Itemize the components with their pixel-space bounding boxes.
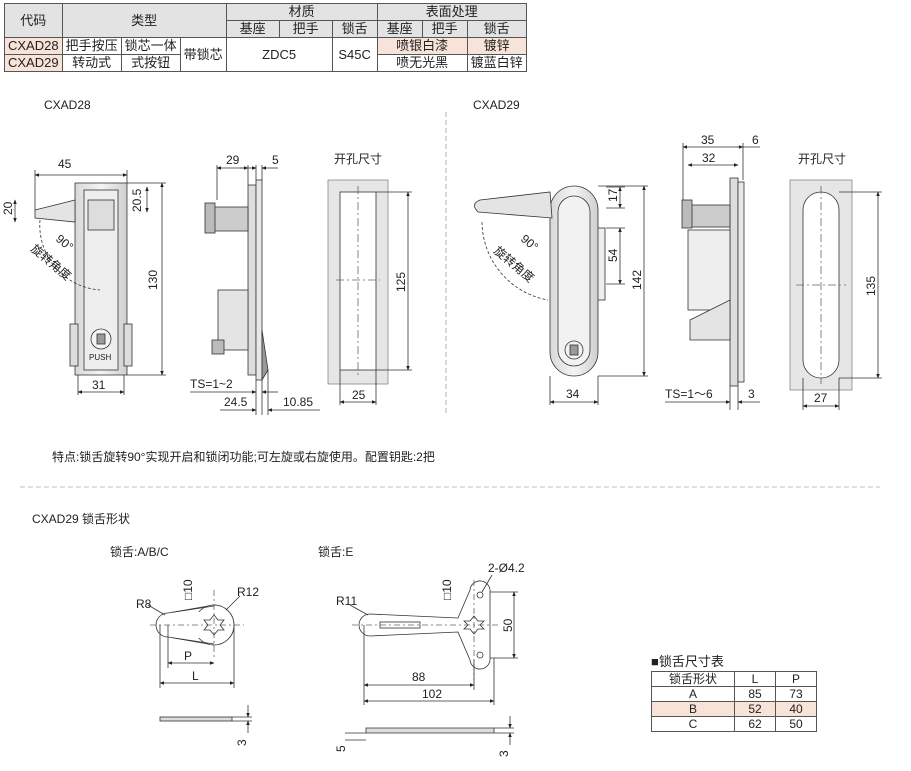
dim-label: 54 <box>606 248 620 262</box>
row-code: CXAD28 <box>4 37 63 55</box>
dim-label: 45 <box>58 157 72 171</box>
row-code: CXAD29 <box>4 54 63 72</box>
latch-e-drawing <box>345 574 518 745</box>
dim-label: 135 <box>864 276 878 296</box>
dim-label: 24.5 <box>224 395 248 409</box>
surface-cell: 镀锌 <box>466 37 527 55</box>
material-cell: S45C <box>331 37 378 72</box>
size-cell: A <box>651 686 735 702</box>
dim-label: 90° <box>518 232 541 255</box>
size-cell: 52 <box>734 701 776 717</box>
header-material: 材质 <box>225 3 378 21</box>
material-cell: ZDC5 <box>225 37 333 72</box>
dim-label: 20.5 <box>130 188 144 212</box>
type-cell: 带锁芯 <box>179 37 227 72</box>
type-cell: 转动式 <box>61 54 122 72</box>
latch-section-title: CXAD29 锁舌形状 <box>32 511 130 526</box>
dim-label: □10 <box>181 579 195 600</box>
dim-label: 3 <box>748 387 755 401</box>
size-cell: 85 <box>734 686 776 702</box>
dim-label: 102 <box>422 687 442 701</box>
dim-label: 130 <box>146 270 160 290</box>
dim-label: 31 <box>92 378 106 392</box>
size-cell: 50 <box>775 716 817 732</box>
dim-label: TS=1~2 <box>190 377 233 391</box>
dim-label: 5 <box>334 745 348 752</box>
dim-label: L <box>192 669 199 683</box>
cutout-label: 开孔尺寸 <box>798 152 846 166</box>
surface-cell: 镀蓝白锌 <box>466 54 527 72</box>
cxad29-title: CXAD29 <box>473 98 520 112</box>
dim-label: TS=1～6 <box>665 387 713 401</box>
dim-label: 50 <box>501 618 515 632</box>
cxad28-title: CXAD28 <box>44 98 91 112</box>
size-header: 锁舌形状 <box>651 671 735 687</box>
dim-label: 142 <box>630 270 644 290</box>
dim-label: □10 <box>440 579 454 600</box>
dim-label: 125 <box>394 272 408 292</box>
latch-size-title: ■锁舌尺寸表 <box>651 654 724 669</box>
size-header: L <box>734 671 776 687</box>
dim-label: 17 <box>606 188 620 202</box>
latch-abc-drawing <box>147 590 252 733</box>
dim-label: 5 <box>272 153 279 167</box>
size-header: P <box>775 671 817 687</box>
latch-abc-label: 锁舌:A/B/C <box>110 544 169 559</box>
dim-label: 27 <box>814 391 828 405</box>
dim-label: R12 <box>237 585 259 599</box>
cxad28-side-view <box>190 165 320 415</box>
cutout-label: 开孔尺寸 <box>334 152 382 166</box>
cxad29-side-view <box>665 143 760 410</box>
dim-label: 35 <box>701 133 715 147</box>
dim-label: P <box>184 649 192 663</box>
cxad29-cutout-view <box>789 179 882 410</box>
header-surface-handle: 把手 <box>421 20 468 38</box>
cxad28-front-view <box>13 170 166 395</box>
size-cell: C <box>651 716 735 732</box>
dim-label: 10.85 <box>283 395 313 409</box>
dim-label: 20 <box>1 201 15 215</box>
surface-cell: 喷银白漆 <box>376 37 468 55</box>
surface-cell: 喷无光黑 <box>376 54 468 72</box>
dim-label: 88 <box>412 670 426 684</box>
type-cell: 锁芯一体 <box>120 37 181 55</box>
spec-table: 代码 类型 材质 表面处理 基座 把手 锁舌 基座 把手 锁舌 CXAD28 把… <box>4 3 527 72</box>
dim-label: 29 <box>226 153 240 167</box>
latch-e-label: 锁舌:E <box>318 544 353 559</box>
type-cell: 式按钮 <box>120 54 181 72</box>
dim-label: R11 <box>336 594 357 608</box>
dim-label: 3 <box>235 739 249 746</box>
dim-label: 2-Ø4.2 <box>488 561 525 575</box>
header-code: 代码 <box>4 3 63 38</box>
dim-label: 6 <box>752 133 759 147</box>
header-surface: 表面处理 <box>376 3 527 21</box>
size-cell: 62 <box>734 716 776 732</box>
header-handle: 把手 <box>278 20 333 38</box>
size-cell: 40 <box>775 701 817 717</box>
push-label: PUSH <box>89 353 111 362</box>
type-cell: 把手按压 <box>61 37 122 55</box>
dim-label: R8 <box>136 597 152 611</box>
header-base: 基座 <box>225 20 280 38</box>
latch-size-table: 锁舌形状 L P A 85 73 B 52 40 C 62 50 <box>651 671 817 732</box>
cxad29-front-view <box>474 185 648 405</box>
dim-label: 25 <box>352 388 366 402</box>
dim-label: 3 <box>497 750 511 757</box>
cxad28-cutout-view <box>327 179 412 405</box>
dim-label: 34 <box>566 387 580 401</box>
dim-label: 32 <box>702 151 716 165</box>
size-cell: B <box>651 701 735 717</box>
dim-label: 90° <box>53 232 76 255</box>
size-cell: 73 <box>775 686 817 702</box>
feature-note: 特点:锁舌旋转90°实现开启和锁闭功能;可左旋或右旋使用。配置钥匙:2把 <box>52 449 435 464</box>
